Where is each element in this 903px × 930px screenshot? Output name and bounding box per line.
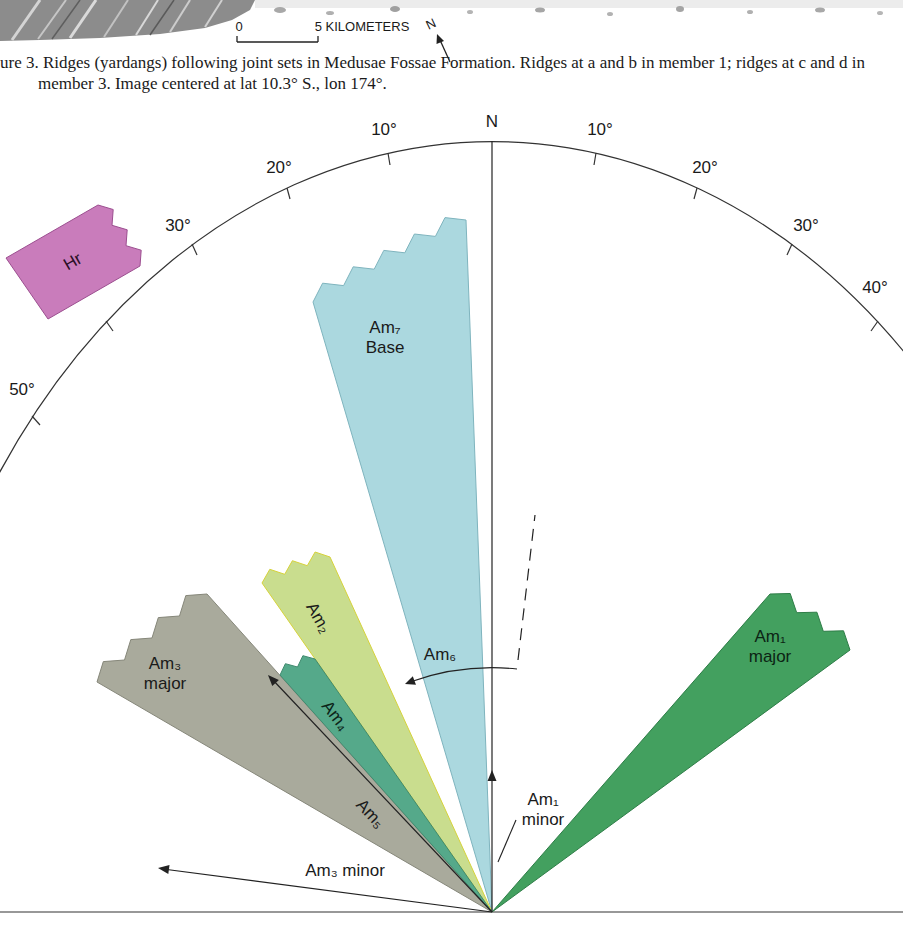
direction-label: Am₆ [424,645,456,665]
north-label: N [424,15,439,33]
figure-caption: ure 3. Ridges (yardangs) following joint… [0,52,896,94]
dashed-direction [518,515,535,660]
wedge-fill [97,594,492,912]
photo-strip [0,0,903,41]
direction-wedge: Am₁ major [490,591,852,914]
direction-arrow [163,869,492,912]
leader-line [498,820,516,862]
degree-label: 20° [692,158,718,178]
wedge-outline [95,592,494,914]
unit-label: Am₃ major [135,654,195,694]
arrow-head [268,675,279,686]
scale-bar [237,36,318,42]
scale-unit: 5 KILOMETERS [315,19,410,34]
degree-label: 30° [793,216,819,236]
baseline [0,911,903,912]
north-axis [491,141,492,912]
direction-arrow [272,679,492,912]
degree-label: 10° [587,120,613,140]
minor-direction-head [488,770,497,781]
unit-box: Hr [4,203,144,321]
wedge-fill [280,656,492,912]
wedge-fill [492,594,850,913]
arrow-head [158,865,170,874]
degree-label: 50° [9,380,35,400]
arrow-head [405,676,416,684]
degree-label: 20° [266,158,292,178]
direction-label: Am₁ minor [516,790,570,830]
degree-label: 40° [862,278,888,298]
rotation-arc [410,668,517,682]
direction-wedge: Am₃ major [95,592,494,914]
degree-label: 10° [371,120,397,140]
unit-label: Am₇ Base [360,318,410,358]
unit-label: Am₁ major [740,627,800,667]
wedge-fill [6,205,141,319]
north-label: N [486,112,498,132]
wedge-outline [490,591,852,914]
direction-label: Am₃ minor [305,861,385,881]
scale-number: 0 [235,19,242,34]
degree-label: 30° [165,216,191,236]
